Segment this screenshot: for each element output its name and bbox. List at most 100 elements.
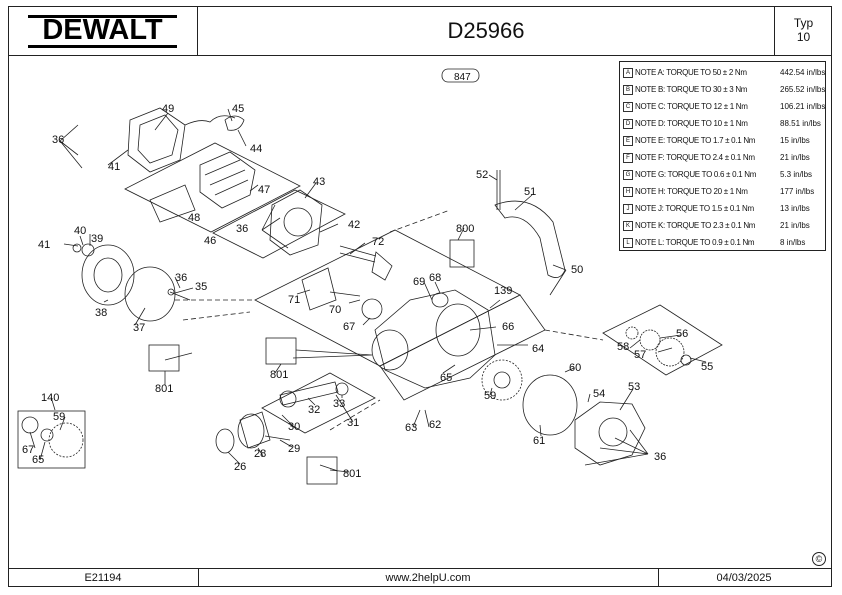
part-label-42: 42 — [348, 219, 360, 231]
planet-group-outline — [602, 304, 723, 376]
part-label-52: 52 — [476, 169, 488, 181]
part-label-65: 65 — [440, 372, 452, 384]
part-label-41-cover: 41 — [38, 239, 50, 251]
note-value: 177 in/lbs — [780, 187, 815, 197]
drawing-frame — [8, 6, 832, 587]
part-label-61: 61 — [533, 435, 545, 447]
gear-group-outline-lower — [379, 294, 546, 401]
part-label-65-spare: 65 — [32, 454, 44, 466]
kit-badge-label: 847 — [454, 72, 471, 83]
part-label-38: 38 — [95, 307, 107, 319]
part-label-801-bottom: 801 — [343, 468, 361, 480]
note-letter-badge: J — [623, 203, 633, 214]
part-label-36: 36 — [52, 134, 64, 146]
note-letter-badge: K — [623, 220, 633, 231]
part-label-28: 28 — [254, 448, 266, 460]
part-label-45: 45 — [232, 103, 244, 115]
note-letter-badge: B — [623, 84, 633, 95]
part-label-36-endcover: 36 — [654, 451, 666, 463]
part-label-48: 48 — [188, 212, 200, 224]
brand-name: DEWALT — [42, 14, 163, 46]
spare-gear-box — [17, 410, 86, 469]
note-text: NOTE D: TORQUE TO 10 ± 1 Nm — [635, 119, 748, 129]
part-label-67: 67 — [343, 321, 355, 333]
note-letter-badge: H — [623, 186, 633, 197]
note-text: NOTE L: TORQUE TO 0.9 ± 0.1 Nm — [635, 238, 755, 248]
note-value: 13 in/lbs — [780, 204, 810, 214]
part-label-31: 31 — [347, 417, 359, 429]
note-text: NOTE G: TORQUE TO 0.6 ± 0.1 Nm — [635, 170, 757, 180]
part-label-46: 46 — [204, 235, 216, 247]
part-label-140: 140 — [41, 392, 59, 404]
note-letter-badge: A — [623, 67, 633, 78]
part-label-139: 139 — [494, 285, 512, 297]
part-label-64: 64 — [532, 343, 544, 355]
part-label-36-cover: 36 — [175, 272, 187, 284]
note-value: 15 in/lbs — [780, 136, 810, 146]
part-label-59-spare: 59 — [53, 411, 65, 423]
part-label-50: 50 — [571, 264, 583, 276]
note-text: NOTE J: TORQUE TO 1.5 ± 0.1 Nm — [635, 204, 754, 214]
part-label-59: 59 — [484, 390, 496, 402]
part-label-39: 39 — [91, 233, 103, 245]
part-label-70: 70 — [329, 304, 341, 316]
part-label-40: 40 — [74, 225, 86, 237]
note-text: NOTE C: TORQUE TO 12 ± 1 Nm — [635, 102, 748, 112]
note-text: NOTE K: TORQUE TO 2.3 ± 0.1 Nm — [635, 221, 756, 231]
part-label-800: 800 — [456, 223, 474, 235]
note-letter-badge: C — [623, 101, 633, 112]
footer-date: 04/03/2025 — [716, 572, 772, 584]
gearbox-housing-shape — [374, 289, 496, 389]
note-letter-badge: E — [623, 135, 633, 146]
part-label-60: 60 — [569, 362, 581, 374]
type-label: Typ — [793, 16, 814, 30]
part-label-55: 55 — [701, 361, 713, 373]
part-label-58: 58 — [617, 341, 629, 353]
note-text: NOTE H: TORQUE TO 20 ± 1 Nm — [635, 187, 748, 197]
part-label-41: 41 — [108, 161, 120, 173]
copyright-mark: © — [812, 552, 826, 566]
part-label-26: 26 — [234, 461, 246, 473]
part-label-56: 56 — [676, 328, 688, 340]
footer-code: E21194 — [8, 569, 199, 587]
part-label-68: 68 — [429, 272, 441, 284]
part-label-63: 63 — [405, 422, 417, 434]
part-label-72: 72 — [372, 236, 384, 248]
model-number: D25966 — [198, 6, 774, 56]
note-value: 88.51 in/lbs — [780, 119, 821, 129]
part-label-43: 43 — [313, 176, 325, 188]
footer-bar: E21194 www.2helpU.com 04/03/2025 — [8, 568, 832, 587]
note-letter-badge: G — [623, 169, 633, 180]
logo-rule-bottom — [28, 45, 177, 48]
note-letter-badge: L — [623, 237, 633, 248]
part-label-801: 801 — [155, 383, 173, 395]
part-label-69: 69 — [413, 276, 425, 288]
note-letter-badge: D — [623, 118, 633, 129]
part-label-36-housing: 36 — [236, 223, 248, 235]
part-label-801-middle: 801 — [270, 369, 288, 381]
part-label-66: 66 — [502, 321, 514, 333]
type-value: 10 — [796, 30, 811, 44]
part-label-49: 49 — [162, 103, 174, 115]
note-letter-badge: F — [623, 152, 633, 163]
note-text: NOTE F: TORQUE TO 2.4 ± 0.1 Nm — [635, 153, 755, 163]
brush-group-outline — [212, 189, 346, 259]
note-text: NOTE B: TORQUE TO 30 ± 3 Nm — [635, 85, 748, 95]
footer-url[interactable]: www.2helpU.com — [198, 569, 659, 587]
note-value: 106.21 in/lbs — [780, 102, 826, 112]
note-value: 8 in/lbs — [780, 238, 806, 248]
brand-logo: DEWALT — [8, 6, 198, 56]
part-label-33: 33 — [333, 398, 345, 410]
part-label-53: 53 — [628, 381, 640, 393]
note-value: 21 in/lbs — [780, 153, 810, 163]
